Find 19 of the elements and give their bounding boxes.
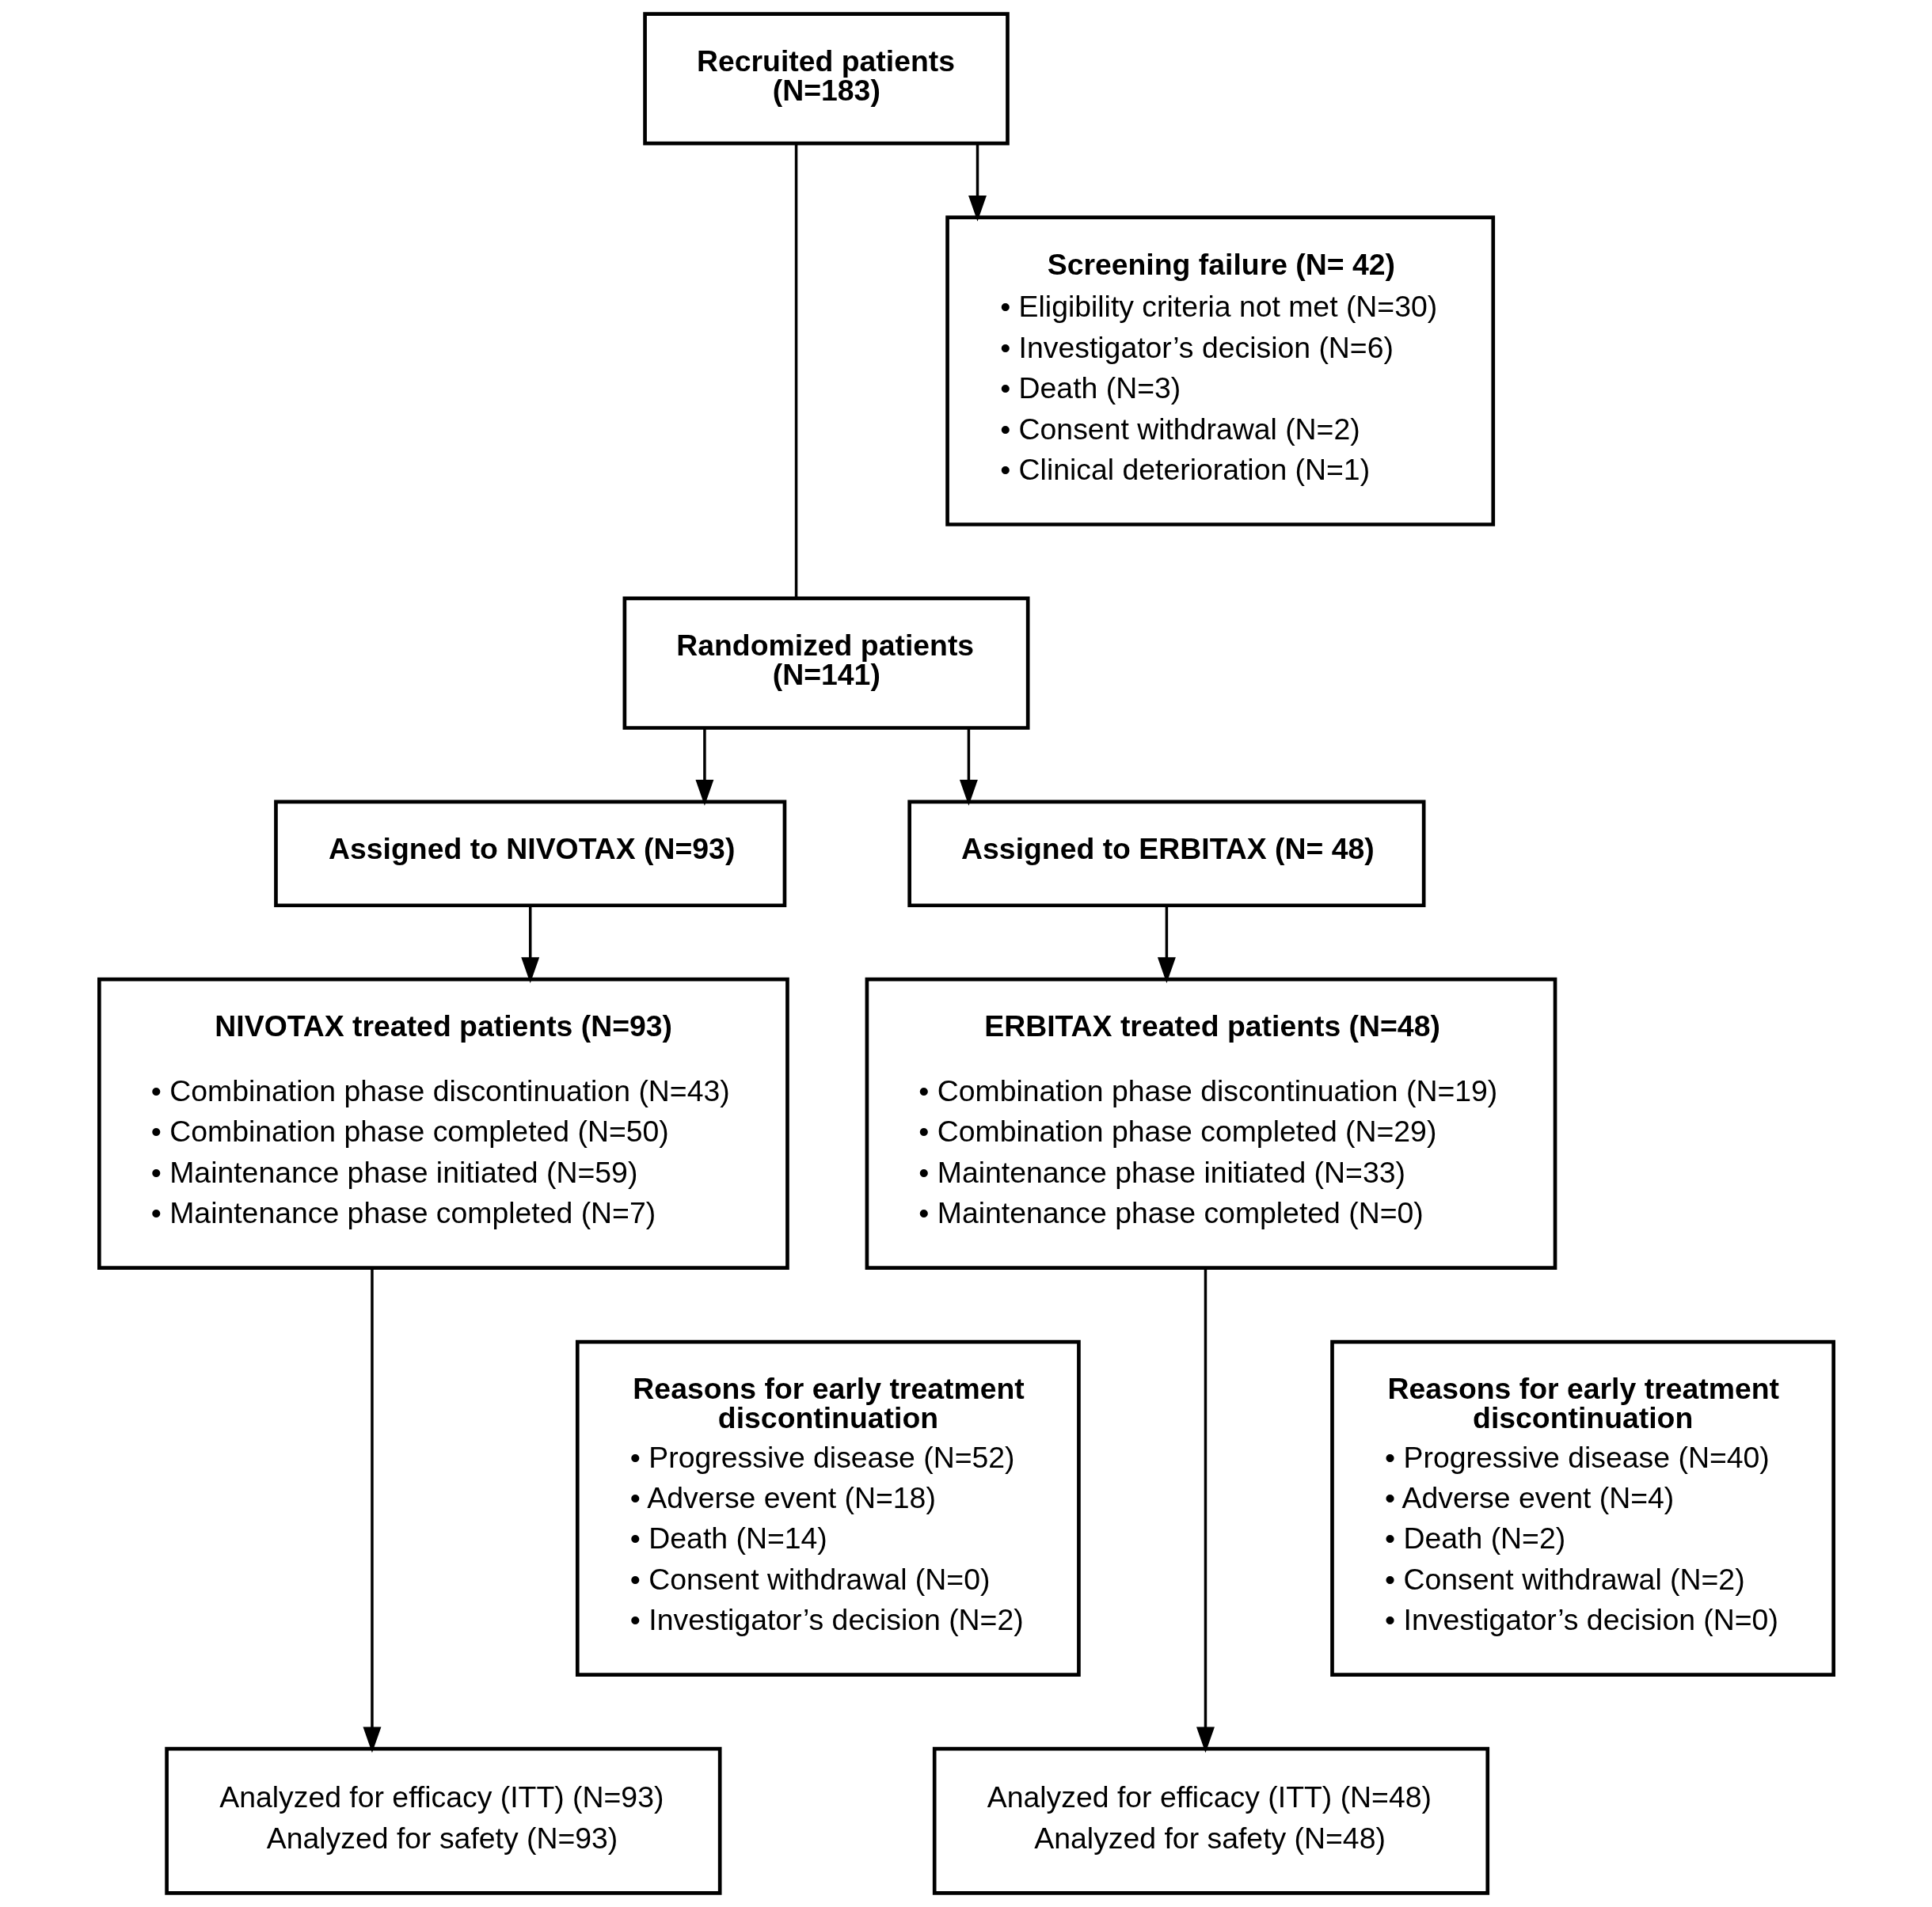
arrow (694, 727, 713, 806)
arrow (520, 906, 539, 984)
node-box: NIVOTAX treated patients (N=93) • Combination phase discontinuation (N=43) • Combination phase completed (N=50) • Maintenance phase initiated (N=59) • Maintenance phase completed (N=7) (97, 977, 789, 1270)
arrow (1157, 906, 1176, 984)
node-box: Assigned to NIVOTAX (N=93) (273, 800, 786, 908)
node-box: Reasons for early treatment discontinuation • Progressive disease (N=40) • Adverse event (N=4) • Death (N=2) • Consent withdrawal (N=2) • Investigator’s decision (N=0) (1329, 1339, 1835, 1677)
node-box: Assigned to ERBITAX (N= 48) (907, 800, 1425, 908)
node-box: Analyzed for efficacy (ITT) (N=48) Analyzed for safety (N=48) (932, 1746, 1489, 1895)
node-box: Reasons for early treatment discontinuation • Progressive disease (N=52) • Adverse event (N=18) • Death (N=14) • Consent withdrawal (N=0) • Investigator’s decision (N=2) (575, 1339, 1081, 1677)
node-box: Randomized patients (N=141) (622, 596, 1029, 730)
arrow (959, 727, 978, 806)
arrow (968, 143, 987, 222)
arrow (1196, 1267, 1215, 1753)
node-box: Analyzed for efficacy (ITT) (N=93) Analyzed for safety (N=93) (164, 1746, 721, 1895)
connector (794, 143, 797, 598)
node-box: Recruited patients (N=183) (642, 12, 1010, 146)
arrow (363, 1267, 381, 1753)
node-box: ERBITAX treated patients (N=48) • Combination phase discontinuation (N=19) • Combination phase completed (N=29) • Maintenance phase initiated (N=33) • Maintenance phase completed (N=0) (865, 977, 1557, 1270)
node-box: Screening failure (N= 42) • Eligibility criteria not met (N=30) • Investigator’s decision (N=6) • Death (N=3) • Consent withdrawal (N=2) • Clinical deterioration (N=1) (945, 215, 1495, 526)
